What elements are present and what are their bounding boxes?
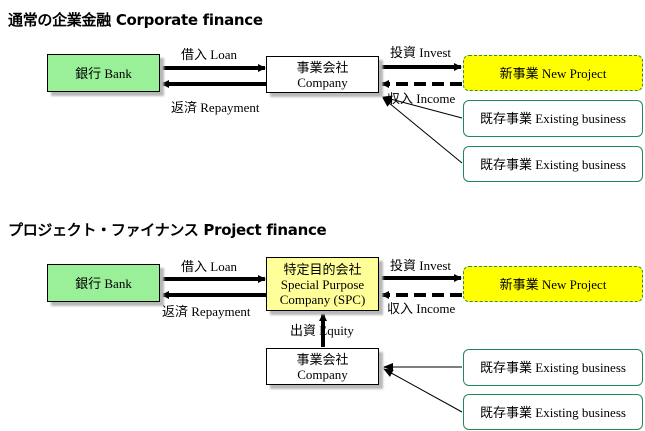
company-box: 事業会社 Company: [266, 348, 379, 385]
income-label: 収入 Income: [387, 301, 456, 316]
spc-box: 特定目的会社 Special Purpose Company (SPC): [266, 257, 379, 311]
existing-2-arrow: [382, 97, 463, 164]
bank-label: 銀行 Bank: [75, 65, 132, 81]
spc-label-en-2: Company (SPC): [279, 291, 366, 307]
repayment-label: 返済 Repayment: [162, 304, 251, 319]
bank-box: 銀行 Bank: [47, 54, 160, 92]
company-label-en: Company: [297, 74, 348, 90]
company-box: 事業会社 Company: [266, 56, 379, 93]
company-label-jp: 事業会社: [296, 59, 349, 75]
existing-business-box: 既存事業 Existing business: [463, 100, 643, 137]
invest-label: 投資 Invest: [390, 258, 452, 273]
existing-business-box: 既存事業 Existing business: [463, 349, 643, 386]
new-project-box: 新事業 New Project: [463, 266, 643, 302]
invest-label: 投資 Invest: [390, 45, 452, 60]
existing-business-label: 既存事業 Existing business: [480, 156, 626, 172]
existing-1-arrow: [382, 95, 463, 119]
existing-2-arrow: [383, 368, 463, 413]
spc-label-en-1: Special Purpose: [280, 276, 365, 292]
repayment-label: 返済 Repayment: [171, 100, 260, 115]
loan-label: 借入 Loan: [181, 259, 237, 274]
company-label-jp: 事業会社: [296, 351, 349, 367]
project-finance-title: プロジェクト・ファイナンス Project finance: [8, 221, 327, 239]
new-project-box: 新事業 New Project: [463, 55, 643, 91]
spc-label-jp: 特定目的会社: [283, 261, 362, 277]
loan-label: 借入 Loan: [181, 47, 237, 62]
existing-business-label: 既存事業 Existing business: [480, 404, 626, 420]
new-project-label: 新事業 New Project: [499, 65, 607, 81]
existing-business-box: 既存事業 Existing business: [463, 394, 643, 430]
income-label: 収入 Income: [387, 91, 456, 106]
bank-box: 銀行 Bank: [47, 264, 160, 302]
existing-business-box: 既存事業 Existing business: [463, 146, 643, 182]
existing-business-label: 既存事業 Existing business: [480, 360, 626, 375]
corporate-finance-title: 通常の企業金融 Corporate finance: [8, 11, 263, 29]
existing-business-label: 既存事業 Existing business: [480, 111, 626, 126]
equity-label: 出資 Equity: [290, 323, 354, 338]
new-project-label: 新事業 New Project: [499, 276, 607, 292]
company-label-en: Company: [297, 366, 348, 382]
bank-label: 銀行 Bank: [75, 275, 132, 291]
